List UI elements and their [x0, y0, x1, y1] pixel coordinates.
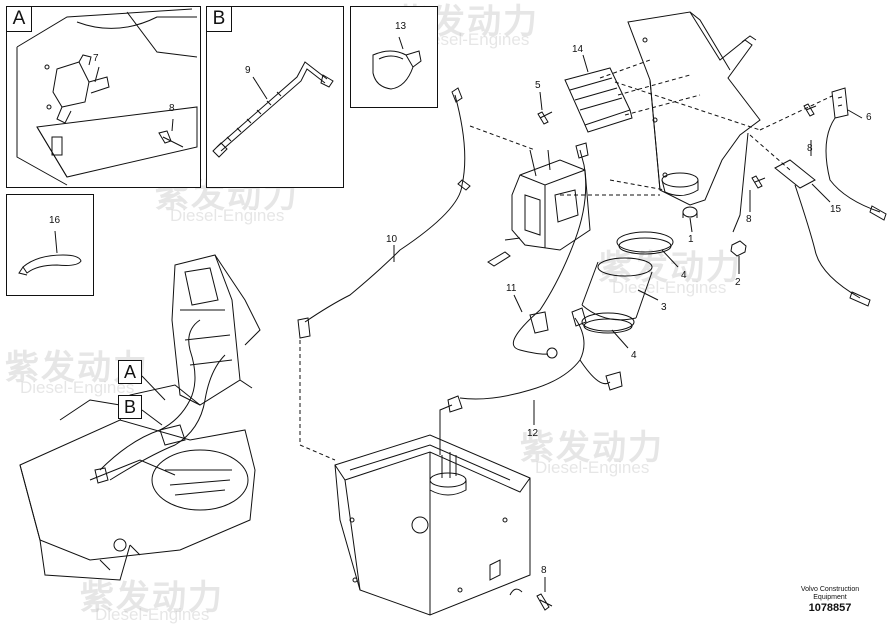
brand-line-1: Volvo Construction [800, 586, 860, 593]
inset-c: 13 [350, 6, 438, 108]
clip-13 [372, 50, 414, 90]
fuel-tank [334, 434, 531, 616]
inset-c-drawing [372, 36, 422, 90]
callout-14: 14 [572, 44, 584, 55]
inset-b-letter: B [207, 7, 232, 32]
inset-b-drawing [212, 61, 334, 158]
harness-6 [825, 117, 881, 213]
callout-4: 4 [631, 350, 637, 361]
callout-3: 3 [661, 302, 667, 313]
inset-a: A 7 8 [6, 6, 201, 188]
callout-15: 15 [830, 204, 842, 215]
clamp-ring [581, 312, 635, 332]
callout-11: 11 [506, 283, 517, 294]
harness-10 [304, 94, 466, 323]
overview-tag-a: A [118, 360, 142, 384]
brand-line-2: Equipment [813, 594, 847, 601]
callout-4: 4 [681, 270, 687, 281]
inset-b: B 9 [206, 6, 344, 188]
callout-8: 8 [807, 143, 813, 154]
harness-11 [512, 149, 587, 355]
callout-16: 16 [49, 215, 61, 226]
connector-15 [774, 159, 816, 189]
clamp-ring [616, 231, 674, 253]
heater-pump-unit [511, 159, 591, 251]
valve-7 [52, 61, 90, 108]
overview-tag-b: B [118, 395, 142, 419]
part-number: 1078857 [808, 602, 852, 614]
inset-a-drawing [16, 8, 198, 186]
inset-d: 16 [6, 194, 94, 296]
control-unit [564, 67, 631, 126]
callout-9: 9 [245, 65, 251, 76]
cable-tie-16 [22, 254, 82, 274]
callout-8: 8 [541, 565, 547, 576]
callout-8: 8 [746, 214, 752, 225]
callout-5: 5 [535, 80, 541, 91]
callout-7: 7 [93, 53, 99, 64]
inset-d-drawing [18, 230, 82, 276]
harness-12 [459, 317, 585, 400]
footer-block: Volvo Construction Equipment 1078857 [780, 586, 880, 614]
callout-2: 2 [735, 277, 741, 288]
callout-10: 10 [386, 234, 398, 245]
filter-canister [581, 261, 653, 319]
callout-1: 1 [688, 234, 694, 245]
callout-6: 6 [866, 112, 872, 123]
inset-a-letter: A [7, 7, 32, 32]
callout-13: 13 [395, 21, 407, 32]
hose-9 [216, 61, 328, 148]
callout-12: 12 [527, 428, 539, 439]
callout-8: 8 [169, 103, 175, 114]
machine-overview [19, 254, 261, 581]
